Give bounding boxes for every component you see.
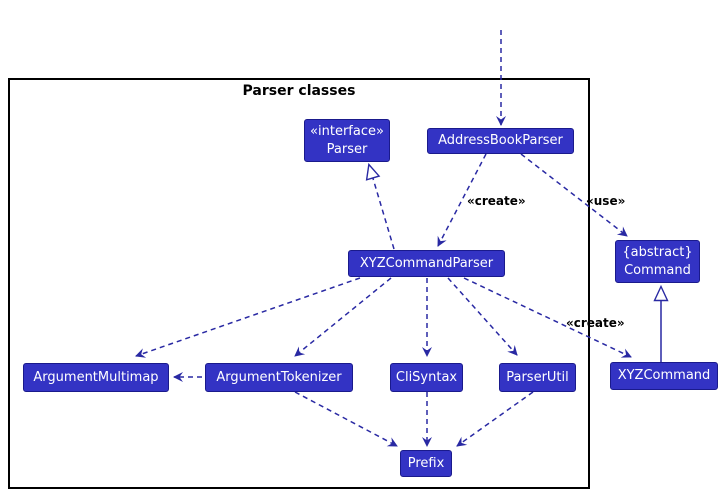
create-label-lower: «create» bbox=[566, 316, 625, 330]
use-label: «use» bbox=[586, 194, 626, 208]
class-command-stereotype: {abstract} bbox=[622, 244, 693, 260]
class-clisyntax-name: CliSyntax bbox=[395, 369, 458, 385]
class-clisyntax: CliSyntax bbox=[390, 363, 463, 392]
class-xyzcommand-name: XYZCommand bbox=[617, 368, 711, 384]
class-xyzcommand: XYZCommand bbox=[610, 362, 718, 390]
class-parserutil-name: ParserUtil bbox=[506, 369, 569, 385]
class-xyzcommandparser: XYZCommandParser bbox=[348, 250, 505, 277]
class-addressbookparser-name: AddressBookParser bbox=[438, 133, 563, 149]
class-argumenttokenizer-name: ArgumentTokenizer bbox=[216, 369, 342, 385]
class-prefix: Prefix bbox=[400, 450, 452, 477]
class-parser-name: Parser bbox=[326, 141, 368, 157]
class-addressbookparser: AddressBookParser bbox=[427, 128, 574, 154]
class-parserutil: ParserUtil bbox=[499, 363, 576, 392]
class-argumenttokenizer: ArgumentTokenizer bbox=[205, 363, 353, 392]
create-label-upper: «create» bbox=[467, 194, 526, 208]
class-parser-interface: «interface» Parser bbox=[304, 119, 390, 162]
frame-title: Parser classes bbox=[242, 83, 356, 99]
class-argumentmultimap: ArgumentMultimap bbox=[23, 363, 169, 392]
class-xyzcommandparser-name: XYZCommandParser bbox=[359, 255, 494, 271]
class-argumentmultimap-name: ArgumentMultimap bbox=[33, 369, 159, 385]
class-command-abstract: {abstract} Command bbox=[615, 240, 700, 283]
class-prefix-name: Prefix bbox=[407, 455, 445, 471]
class-command-name: Command bbox=[624, 262, 691, 278]
class-parser-stereotype: «interface» bbox=[310, 123, 384, 139]
